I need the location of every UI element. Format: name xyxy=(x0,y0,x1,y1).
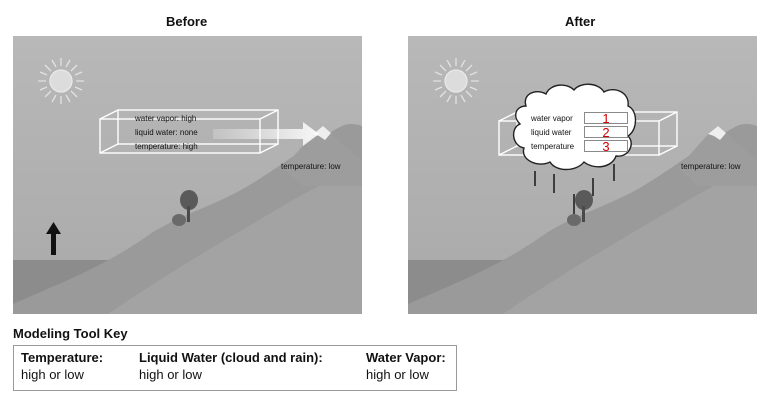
before-title: Before xyxy=(166,14,208,29)
before-label-liquid-water: liquid water: none xyxy=(135,128,198,137)
answer-cell-1[interactable]: 1 xyxy=(584,112,628,125)
key-temperature-heading: Temperature: xyxy=(21,350,104,365)
after-label-water-vapor: water vapor xyxy=(531,114,573,123)
key-temperature: Temperature: high or low xyxy=(21,350,103,382)
key-temperature-value: high or low xyxy=(21,367,84,382)
after-temperature-low: temperature: low xyxy=(681,162,741,171)
tree-icon xyxy=(172,190,198,226)
answer-cell-3[interactable]: 3 xyxy=(584,140,628,153)
up-arrow-icon xyxy=(46,222,61,255)
after-label-temperature: temperature xyxy=(531,142,575,151)
key-liquid-water: Liquid Water (cloud and rain): high or l… xyxy=(139,350,323,382)
before-label-temperature: temperature: high xyxy=(135,142,198,151)
after-panel xyxy=(408,36,757,314)
tree-icon xyxy=(567,190,593,226)
after-title: After xyxy=(565,14,596,29)
sun-icon xyxy=(433,58,479,104)
after-label-liquid-water: liquid water xyxy=(531,128,572,137)
before-temperature-low: temperature: low xyxy=(281,162,341,171)
key-liquid-water-value: high or low xyxy=(139,367,202,382)
sun-icon xyxy=(38,58,84,104)
key-title: Modeling Tool Key xyxy=(13,326,128,341)
key-water-vapor-heading: Water Vapor: xyxy=(366,350,446,365)
rain-lines xyxy=(534,164,615,214)
key-box: Temperature: high or low Liquid Water (c… xyxy=(13,345,457,391)
key-liquid-water-heading: Liquid Water (cloud and rain): xyxy=(139,350,323,365)
before-panel xyxy=(13,36,362,314)
answer-cell-2[interactable]: 2 xyxy=(584,126,628,139)
key-water-vapor-value: high or low xyxy=(366,367,429,382)
key-water-vapor: Water Vapor: high or low xyxy=(366,350,446,382)
before-label-water-vapor: water vapor: high xyxy=(135,114,197,123)
